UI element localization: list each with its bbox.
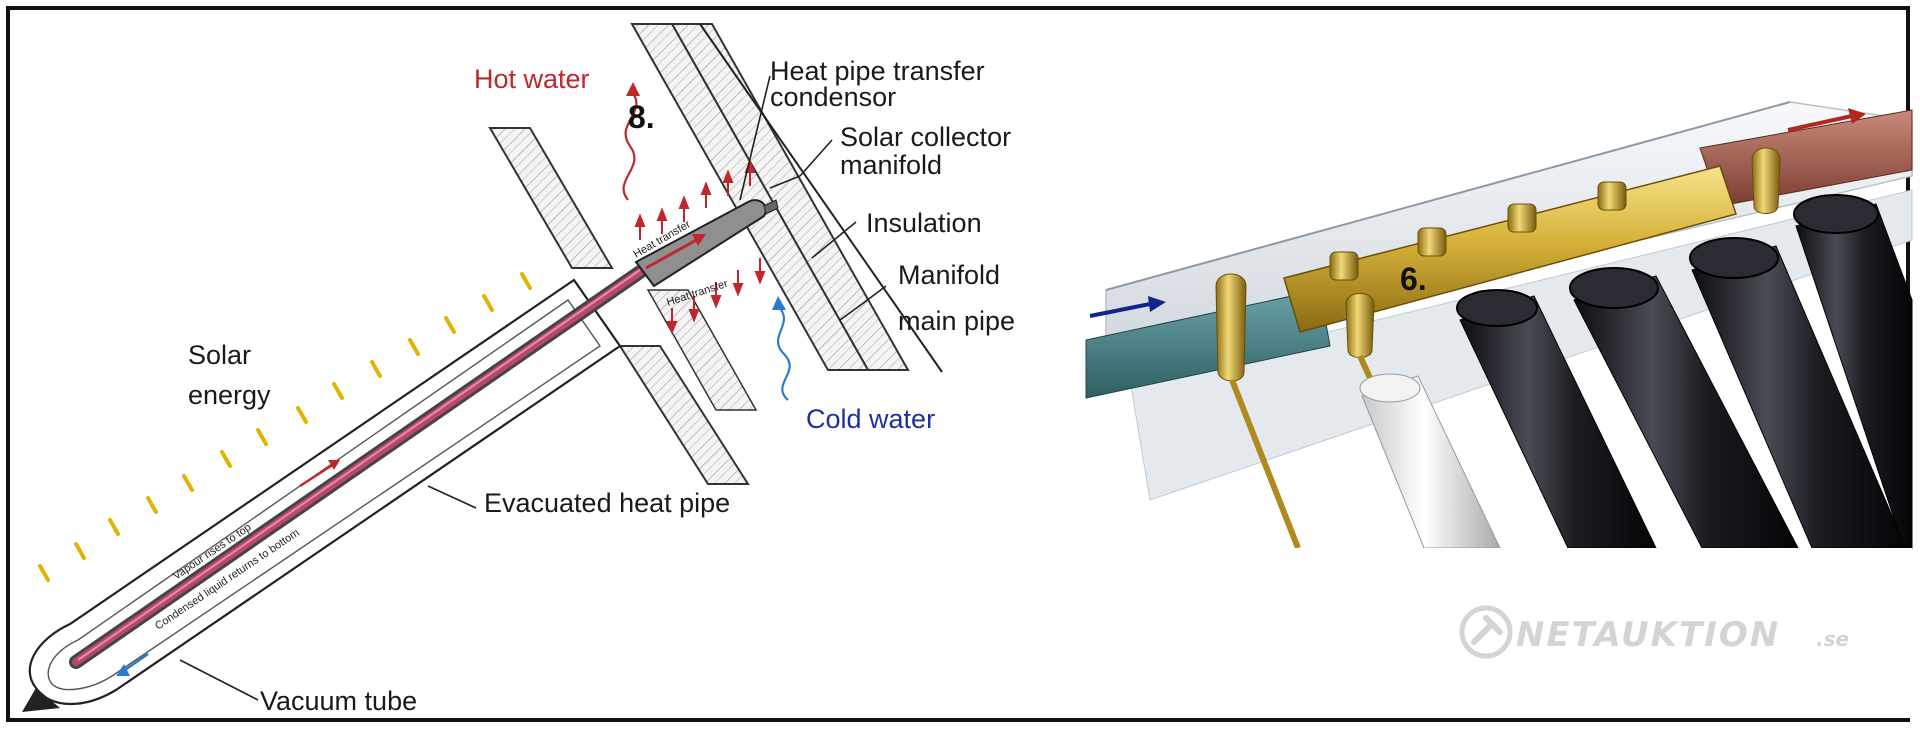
hot-water-label: Hot water: [474, 64, 590, 94]
watermark-suffix: .se: [1816, 627, 1849, 651]
white-tube: [1359, 373, 1501, 549]
condenser-bulbs: [1215, 147, 1781, 550]
condenser-flow-arrow: [645, 234, 706, 270]
manifold-main-label-2: main pipe: [898, 306, 1015, 336]
manifold-main-label-1: Manifold: [898, 260, 1000, 290]
heat-transfer-arrows-bottom: [666, 258, 766, 335]
solar-rays: [38, 272, 532, 582]
heat-pipe-transfer-label-1: Heat pipe transfer: [770, 56, 985, 86]
marker-8: 8.: [628, 99, 655, 135]
solar-energy-label-2: energy: [188, 380, 271, 410]
heat-pipe-transfer-label-2: condensor: [770, 82, 896, 112]
heat-pipe: [69, 199, 779, 669]
evacuated-heat-pipe-label: Evacuated heat pipe: [484, 488, 730, 518]
manifold-rendering: 6.: [1085, 101, 1913, 718]
cold-water-arrow: [772, 296, 791, 401]
heat-pipe-diagram: Hot water 8. Heat pipe transfer condenso…: [22, 23, 1015, 716]
hammer-logo-icon: [1459, 605, 1513, 659]
inlet-arrow: [1089, 296, 1166, 318]
leader-lines: [179, 75, 887, 701]
manifold-stubs: [1329, 181, 1627, 281]
vapour-arrow: [299, 460, 340, 488]
netauktion-watermark: NETAUKTION .se: [1459, 605, 1849, 659]
hot-water-arrow: [622, 82, 640, 201]
heat-transfer-arrows-top: [634, 159, 756, 240]
watermark-text: NETAUKTION: [1516, 615, 1780, 655]
liquid-arrow: [116, 652, 149, 676]
insulation-walls: [488, 23, 910, 485]
outlet-arrow: [1787, 108, 1866, 132]
solar-collector-label-1: Solar collector: [840, 122, 1011, 152]
vacuum-tube-label: Vacuum tube: [260, 686, 417, 716]
solar-energy-label-1: Solar: [188, 340, 251, 370]
black-tubes: [1456, 194, 1913, 549]
cold-water-label: Cold water: [806, 404, 935, 434]
solar-collector-label-2: manifold: [840, 150, 942, 180]
insulation-label: Insulation: [866, 208, 982, 238]
marker-6: 6.: [1400, 261, 1427, 297]
heat-transfer-label-bottom: Heat transfer: [665, 278, 729, 309]
